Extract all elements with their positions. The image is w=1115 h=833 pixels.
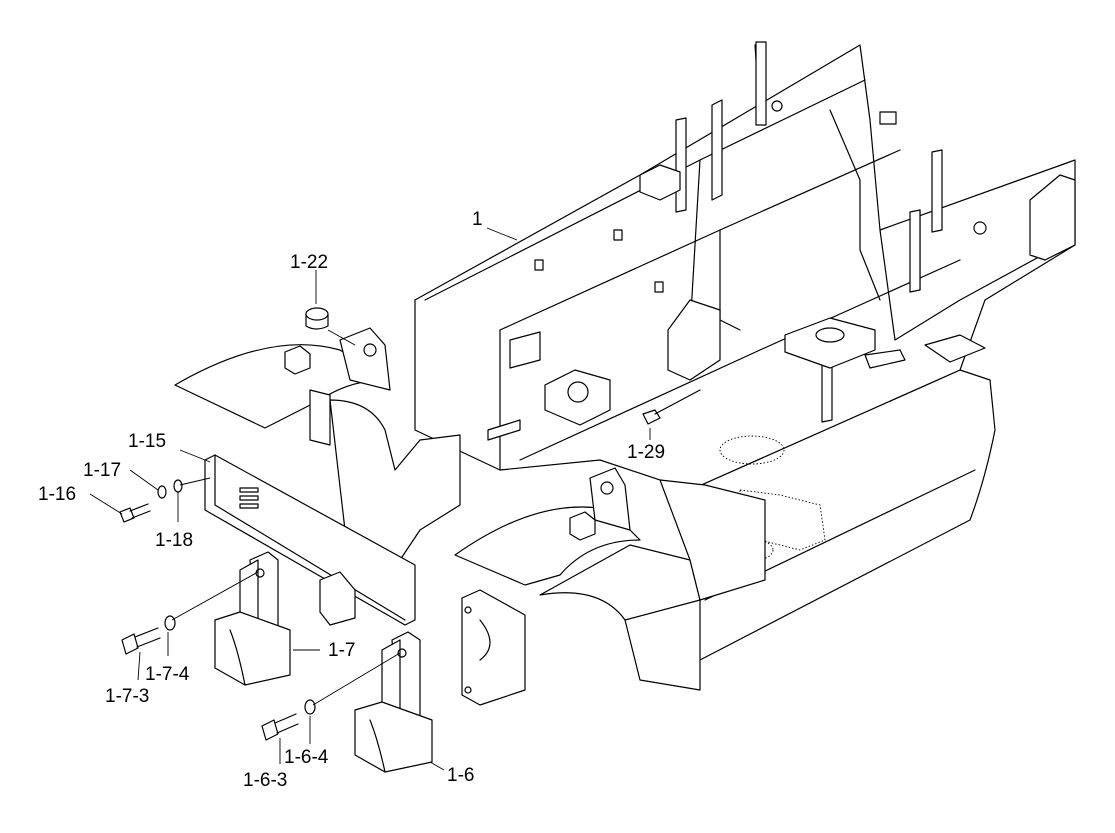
label-block-6: 1-6 — [447, 765, 474, 786]
part-labels: 1 1-22 1-15 1-17 1-16 1-18 1-29 1-7 1-7-… — [38, 209, 665, 791]
main-frame — [414, 41, 1076, 661]
label-washer-17: 1-17 — [83, 460, 121, 481]
label-washer-6-4: 1-6-4 — [284, 747, 329, 768]
leader-lines — [89, 227, 651, 771]
label-washer-18: 1-18 — [155, 530, 193, 551]
label-bushing: 1-22 — [290, 252, 328, 273]
label-plate: 1-15 — [128, 431, 166, 452]
block-1-7 — [214, 551, 291, 686]
front-plate — [204, 454, 416, 626]
left-fender — [174, 327, 461, 561]
fitting — [642, 389, 701, 425]
label-block-7: 1-7 — [328, 640, 355, 661]
label-fitting: 1-29 — [627, 442, 665, 463]
label-main-frame: 1 — [472, 209, 483, 230]
fasteners — [119, 479, 316, 741]
label-bolt-16: 1-16 — [38, 484, 76, 505]
right-fender — [454, 467, 766, 691]
clamp-blocks — [461, 589, 526, 706]
bushing — [305, 307, 329, 330]
label-bolt-6-3: 1-6-3 — [243, 770, 287, 791]
label-bolt-7-3: 1-7-3 — [105, 686, 149, 707]
block-1-6 — [354, 631, 433, 773]
label-washer-7-4: 1-7-4 — [145, 664, 190, 685]
